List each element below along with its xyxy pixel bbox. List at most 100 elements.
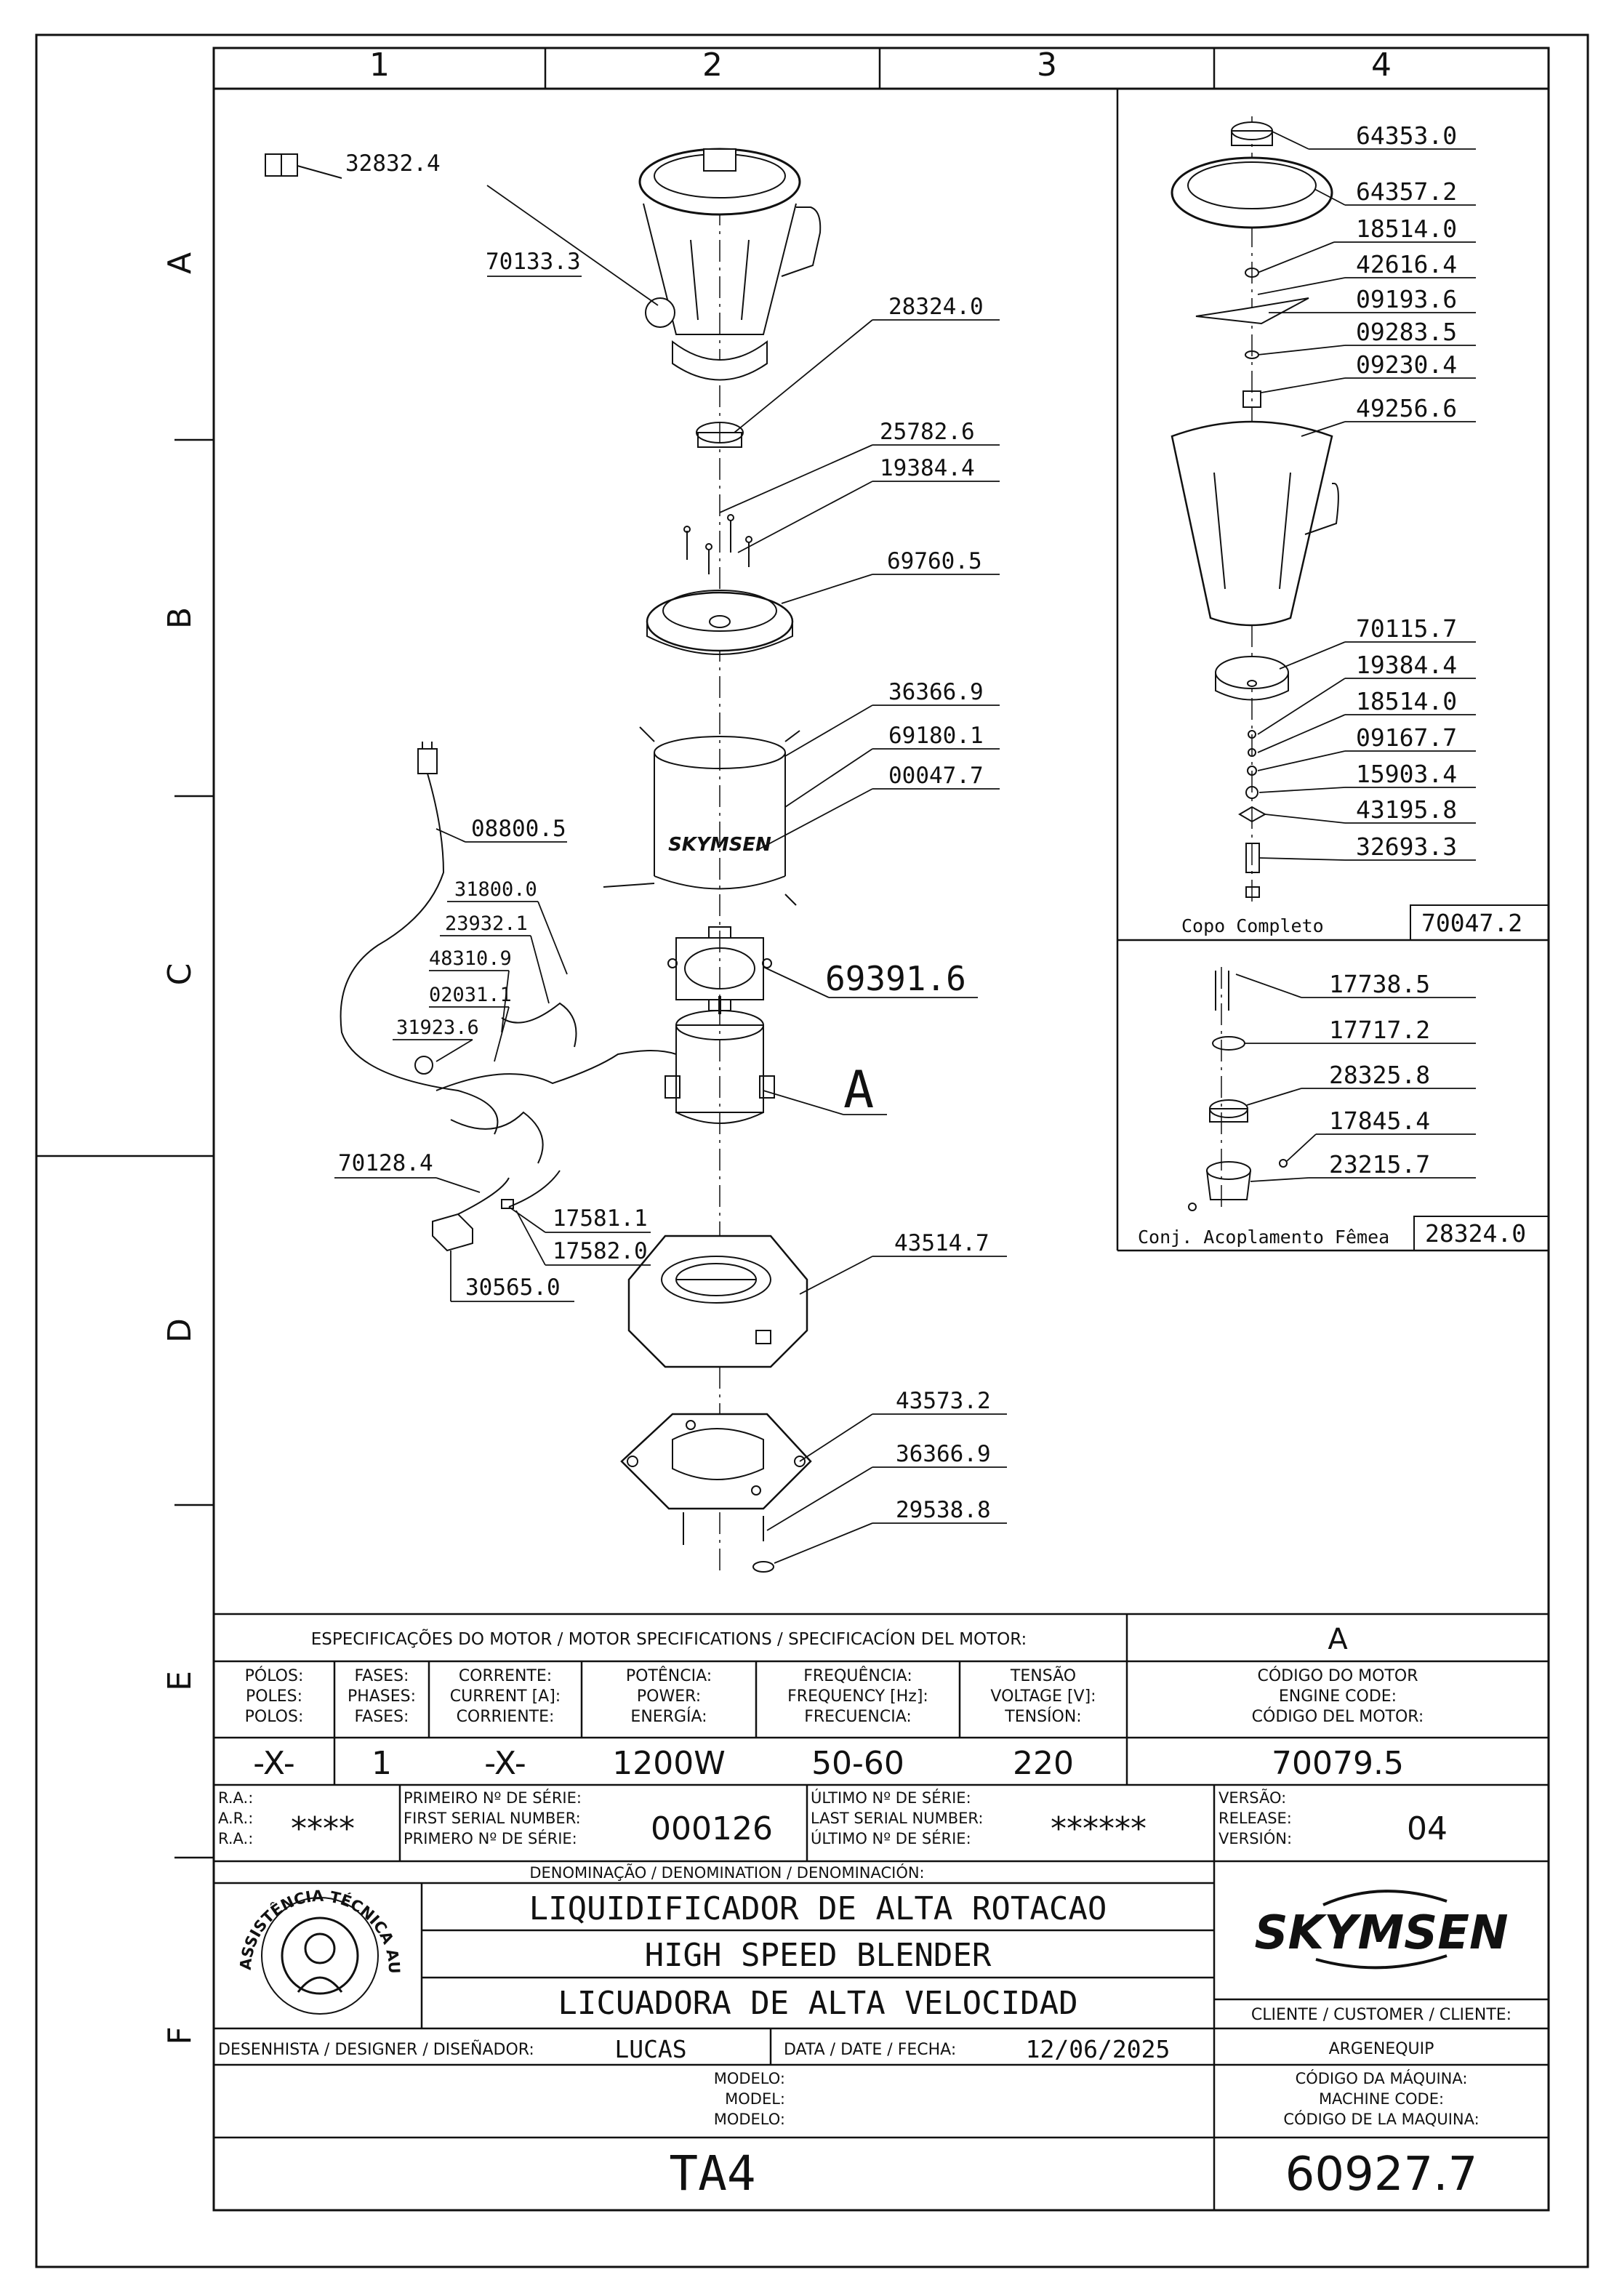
copo-part-label: 42616.4: [1356, 250, 1457, 278]
spec-frequency-value: 50-60: [811, 1745, 904, 1782]
part-label: 17582.0: [553, 1238, 648, 1264]
spec-label: CÓDIGO DO MOTOR: [1257, 1666, 1418, 1685]
denomination-es: LICUADORA DE ALTA VELOCIDAD: [558, 1985, 1077, 2022]
copo-part-label: 64357.2: [1356, 177, 1457, 206]
part-label: 69760.5: [887, 548, 982, 574]
inner-border: [212, 47, 1550, 2212]
motor-variant: A: [1328, 1623, 1348, 1656]
first-serial-label: PRIMEIRO Nº DE SÉRIE:: [404, 1789, 582, 1807]
last-serial-label: LAST SERIAL NUMBER:: [811, 1810, 983, 1827]
spec-label: PÓLOS:: [245, 1666, 304, 1685]
part-label: A: [843, 1060, 874, 1120]
part-label: 31800.0: [454, 878, 537, 901]
grid-row-b: B: [161, 607, 198, 629]
ra-label: R.A.:: [218, 1830, 253, 1847]
exploded-view: SKYMSEN: [265, 148, 1007, 1573]
blender-jar: [638, 148, 822, 381]
copo-part-label: 15903.4: [1356, 760, 1457, 788]
part-label: 31923.6: [396, 1016, 479, 1039]
spec-label: PHASES:: [348, 1687, 416, 1706]
part-label: 17581.1: [553, 1205, 648, 1232]
date-label: DATA / DATE / FECHA:: [784, 2041, 956, 2059]
housing-logo-text: SKYMSEN: [668, 834, 771, 856]
copo-part-label: 43195.8: [1356, 795, 1457, 824]
grid-row-a: A: [161, 252, 198, 274]
skymsen-logo: SKYMSEN: [1254, 1890, 1509, 1970]
label-manual-ref: 32832.4: [345, 150, 441, 177]
copo-completo-title: Copo Completo: [1181, 915, 1324, 936]
base: [627, 1235, 808, 1368]
spec-label: CORRIENTE:: [457, 1708, 555, 1726]
model-label: MODEL:: [725, 2090, 785, 2108]
version-label: RELEASE:: [1218, 1810, 1292, 1827]
copo-part-label: 09283.5: [1356, 318, 1457, 346]
part-label: 23932.1: [445, 912, 528, 935]
seal-text: ASSISTÊNCIA TÉCNICA AUTORIZADA: [0, 0, 403, 1974]
spec-phases-value: 1: [372, 1745, 392, 1782]
part-label: 28324.0: [888, 294, 984, 320]
acoplamento-title: Conj. Acoplamento Fêmea: [1138, 1227, 1389, 1248]
motor-housing: SKYMSEN: [603, 726, 800, 906]
spec-label: POTÊNCIA:: [626, 1666, 712, 1685]
spec-label: VOLTAGE [V]:: [990, 1687, 1096, 1706]
first-serial-label: PRIMERO Nº DE SÉRIE:: [404, 1829, 577, 1847]
coupling-part-label: 23215.7: [1329, 1150, 1430, 1179]
machine-code-value: 60927.7: [1285, 2148, 1478, 2201]
machine-code-label: MACHINE CODE:: [1319, 2090, 1444, 2108]
version-label: VERSÃO:: [1218, 1788, 1286, 1807]
spec-poles-value: -X-: [253, 1745, 295, 1782]
coupling-part-label: 28325.8: [1329, 1061, 1430, 1089]
first-serial-label: FIRST SERIAL NUMBER:: [404, 1810, 581, 1827]
grid-col-2: 2: [702, 47, 723, 84]
spec-label: CURRENT [A]:: [450, 1687, 561, 1706]
machine-code-label: CÓDIGO DE LA MAQUINA:: [1283, 2110, 1479, 2128]
copo-part-label: 49256.6: [1356, 394, 1457, 422]
grid-col-1: 1: [369, 47, 390, 84]
part-label: 70133.3: [486, 249, 581, 275]
version-value: 04: [1407, 1810, 1448, 1847]
model-label: MODELO:: [714, 2070, 785, 2087]
spec-label: FASES:: [355, 1667, 409, 1685]
grid-row-e: E: [161, 1671, 198, 1691]
date-value: 12/06/2025: [1026, 2035, 1171, 2063]
copo-part-label: 18514.0: [1356, 214, 1457, 243]
spec-label: TENSÃO: [1010, 1666, 1076, 1685]
power-cord: [340, 742, 677, 1164]
spec-label: FREQUÊNCIA:: [803, 1666, 912, 1685]
first-serial-value: 000126: [651, 1810, 773, 1847]
brand-logo-text: SKYMSEN: [1254, 1906, 1508, 1960]
part-label: 29538.8: [896, 1497, 991, 1523]
last-serial-label: ÚLTIMO Nº DE SÉRIE:: [811, 1789, 971, 1807]
model-label: MODELO:: [714, 2111, 785, 2128]
spec-voltage-value: 220: [1013, 1745, 1074, 1782]
part-label: 43573.2: [896, 1388, 991, 1414]
motor: [665, 996, 775, 1124]
grid-row-f: F: [161, 2026, 198, 2044]
authorized-service-seal: ASSISTÊNCIA TÉCNICA AUTORIZADA: [0, 0, 403, 2015]
copo-completo-code: 70047.2: [1421, 909, 1522, 937]
part-label: 43514.7: [894, 1230, 989, 1256]
denomination-en: HIGH SPEED BLENDER: [645, 1937, 992, 1974]
switch: [432, 1170, 561, 1252]
grid-row-c: C: [161, 963, 198, 986]
copo-part-label: 19384.4: [1356, 651, 1457, 679]
part-label: 02031.1: [429, 984, 512, 1006]
spec-current-value: -X-: [484, 1745, 526, 1782]
spec-label: ENGINE CODE:: [1279, 1687, 1397, 1706]
acoplamento-code: 28324.0: [1425, 1219, 1526, 1248]
copo-part-label: 64353.0: [1356, 121, 1457, 150]
last-serial-label: ÚLTIMO Nº DE SÉRIE:: [811, 1829, 971, 1847]
spec-label: FASES:: [355, 1708, 409, 1726]
grid-col-4: 4: [1371, 47, 1392, 84]
spec-label: POLES:: [246, 1687, 302, 1706]
title-block: [214, 1613, 1549, 2210]
spec-label: POWER:: [637, 1687, 701, 1706]
copo-part-label: 09230.4: [1356, 350, 1457, 379]
motor-top-cover: [646, 590, 794, 655]
grid-row-d: D: [161, 1318, 198, 1343]
coupling-part: [696, 422, 744, 443]
screws-upper: [683, 514, 752, 574]
client-label: CLIENTE / CUSTOMER / CLIENTE:: [1251, 2006, 1511, 2024]
version-label: VERSIÓN:: [1218, 1829, 1292, 1847]
